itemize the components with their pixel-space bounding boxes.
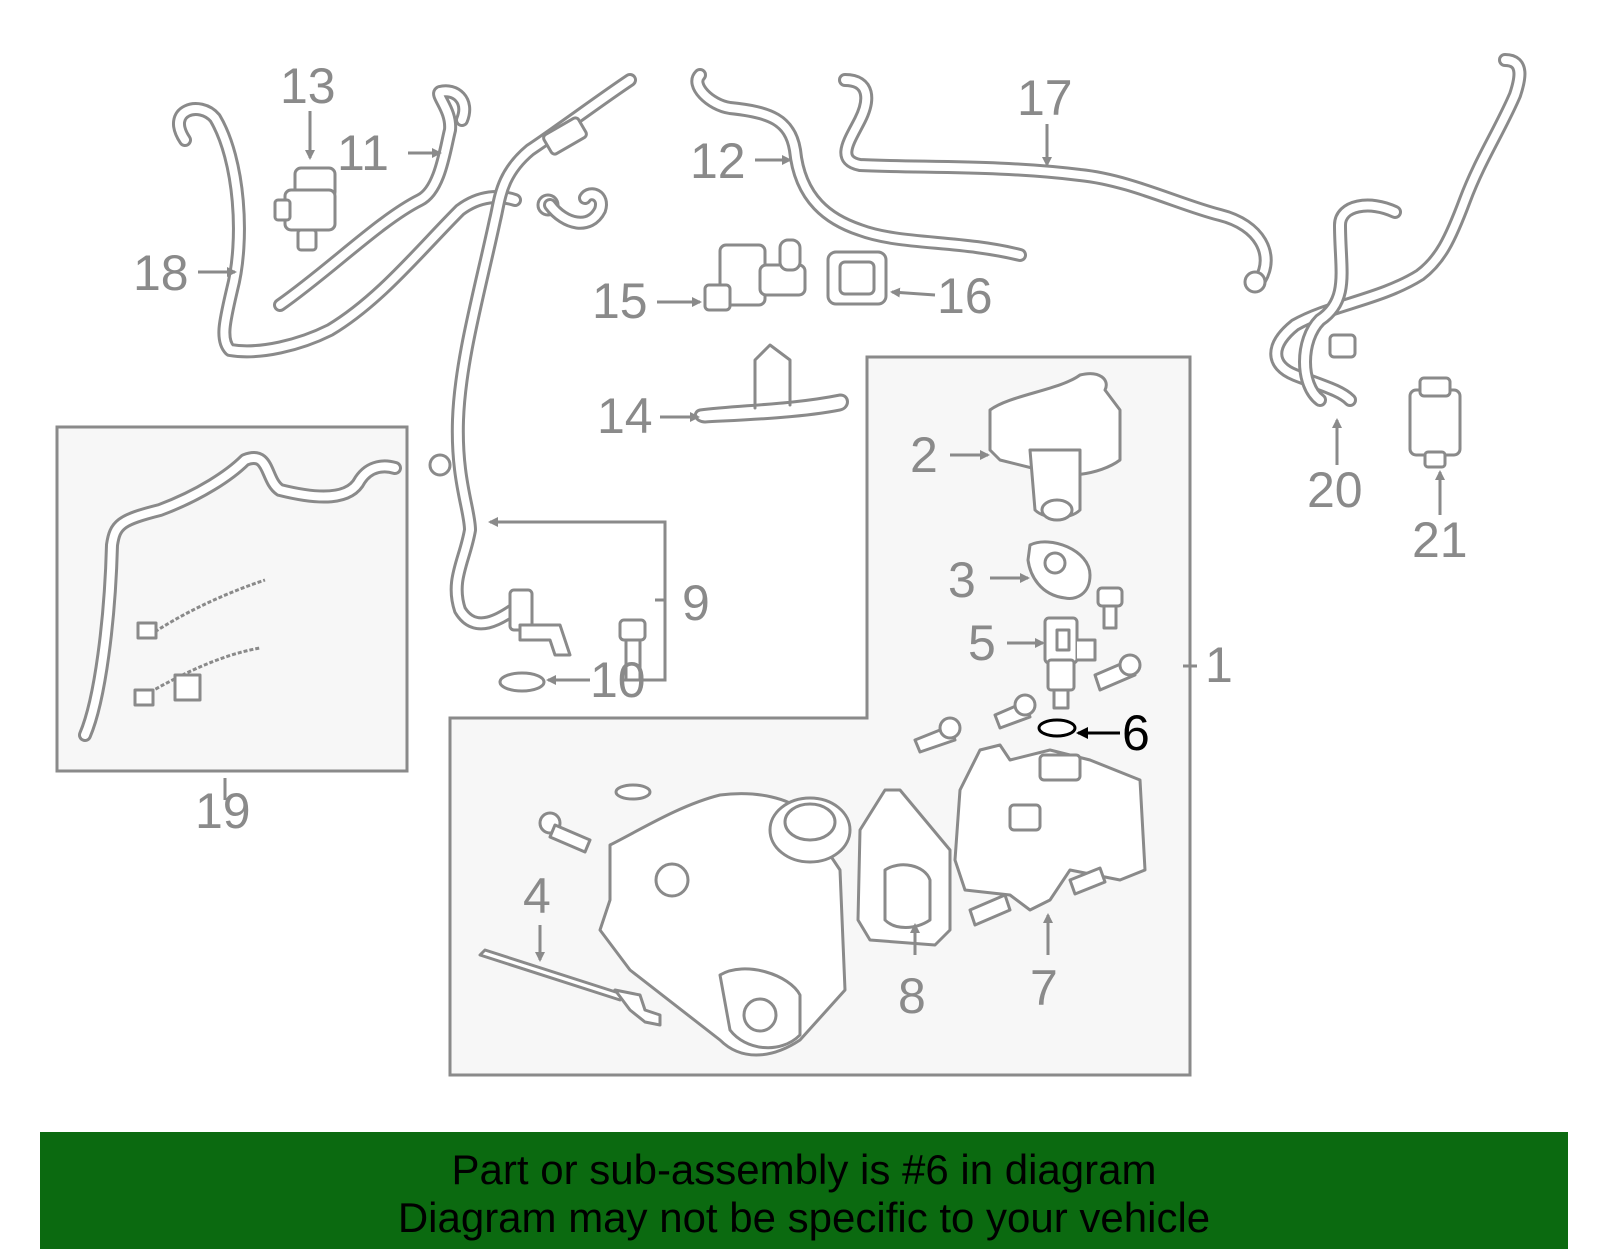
banner-line-2: Diagram may not be specific to your vehi… [397,1194,1211,1241]
part-notice-banner: Part or sub-assembly is #6 in diagram Di… [40,1132,1568,1249]
callout-12: 12 [690,133,746,189]
sensor-5 [1043,616,1097,710]
callout-19: 19 [195,783,251,839]
callout-6: 6 [1122,705,1150,761]
callout-3: 3 [948,552,976,608]
callout-9: 9 [682,575,710,631]
callout-5: 5 [968,615,996,671]
callout-20: 20 [1307,462,1363,518]
valve-13 [273,166,337,252]
hose-18-11 [172,84,522,359]
bracket-16 [826,250,888,306]
callout-7: 7 [1030,960,1058,1016]
callout-10: 10 [590,652,646,708]
valve-21 [1408,376,1462,469]
hose-17 [838,73,1273,294]
hose-20 [1269,53,1527,407]
leader-lines [198,111,1445,962]
callout-13: 13 [280,58,336,114]
pipe-9 [428,73,637,657]
callout-18: 18 [133,245,189,301]
bolts-group [538,653,1142,854]
callout-17: 17 [1017,70,1073,126]
banner-line-1: Part or sub-assembly is #6 in diagram [451,1146,1157,1193]
o-ring-10 [498,671,546,693]
callout-21: 21 [1412,512,1468,568]
valve-15 [703,238,807,312]
cooler-4 [478,618,852,1057]
callout-11: 11 [337,125,389,181]
callout-8: 8 [898,968,926,1024]
gasket-8 [856,788,952,947]
callout-15: 15 [592,273,648,329]
seal-ring-6-part [1037,718,1077,738]
hose-19 [78,451,402,742]
callout-1: 1 [1205,637,1233,693]
bolt-small [1096,586,1124,630]
callout-14: 14 [597,388,653,444]
actuator-2 [988,372,1122,522]
egr-valve-7 [953,743,1147,927]
callout-4: 4 [523,868,551,924]
hose-12 [690,68,1027,262]
callout-2: 2 [910,427,938,483]
bracket-14 [693,343,849,424]
gasket-3 [1026,540,1092,600]
callout-16: 16 [937,268,993,324]
